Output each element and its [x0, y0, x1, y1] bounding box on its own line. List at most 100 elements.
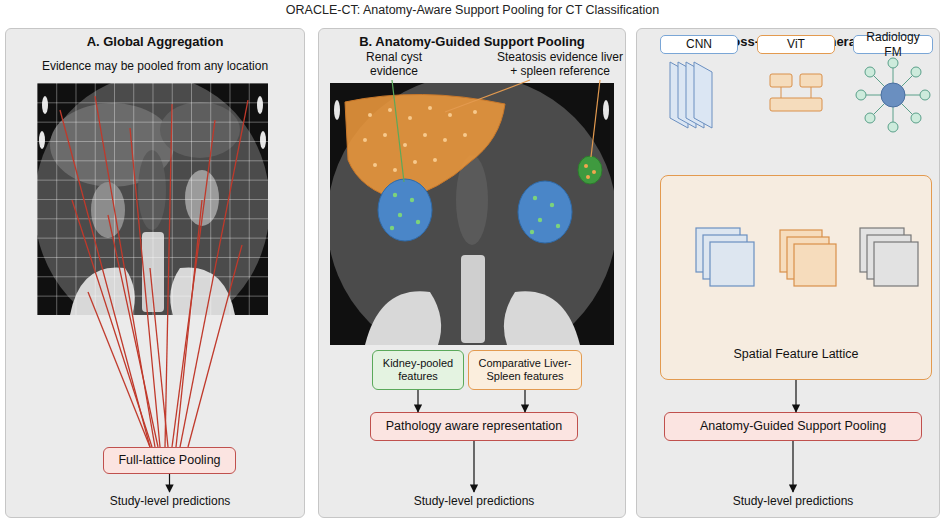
ct-scan-anatomy: [408, 116, 412, 120]
ct-scan-anatomy: [330, 83, 614, 345]
ct-scan-anatomy: [363, 106, 477, 190]
ct-scan-anatomy: [403, 143, 407, 147]
node-label: A. Global Aggregation: [6, 34, 304, 49]
ct-scan-image: [142, 232, 164, 312]
panel: Full-lattice PoolingStudy-level predicti…: [5, 28, 305, 518]
callout-leader-lines: [591, 80, 600, 157]
ct-scan-anatomy: [368, 113, 372, 117]
callout-label: Steatosis evidence liver + spleen refere…: [496, 51, 624, 79]
feature-lattice-stacks: [696, 228, 740, 272]
ct-scan-anatomy: [365, 291, 441, 345]
ct-scan-image: [160, 102, 240, 158]
node-label: Full-lattice Pooling: [118, 453, 220, 468]
feature-lattice-stacks: [696, 228, 754, 286]
process-box: Anatomy-Guided Support Pooling: [664, 412, 922, 441]
ct-scan-anatomy: [586, 175, 590, 179]
feature-lattice-stacks: [703, 235, 747, 279]
global-pooling-lines: [176, 200, 202, 447]
global-pooling-lines: [95, 96, 155, 447]
global-pooling-lines: [150, 268, 168, 447]
ct-scan-anatomy: [518, 181, 572, 243]
global-pooling-lines: [88, 292, 150, 447]
ct-scan-anatomy: [330, 83, 614, 345]
ct-scan-anatomy: [443, 138, 447, 142]
node-label: Study-level predictions: [733, 494, 854, 508]
ct-scan-anatomy: [330, 83, 614, 345]
ct-scan-anatomy: [416, 220, 420, 224]
global-pooling-lines: [130, 128, 160, 447]
ct-scan-anatomy: [584, 164, 596, 179]
encoder-tag: Radiology FM: [853, 35, 933, 54]
process-box: Pathology aware representation: [370, 412, 578, 441]
foundation-model-icon: [870, 72, 893, 95]
ct-scan-anatomy: [363, 138, 367, 142]
output-text-node: Study-level predictions: [85, 492, 255, 510]
foundation-model-icon: [893, 95, 916, 118]
ct-scan-image: [37, 83, 268, 315]
ct-scan-image: [185, 170, 219, 226]
foundation-model-icon: [911, 113, 921, 123]
ct-scan-anatomy: [428, 106, 432, 110]
ct-scan-anatomy: [473, 110, 477, 114]
lattice-box: Spatial Feature Lattice: [660, 175, 932, 380]
feature-lattice-stacks: [867, 235, 911, 279]
foundation-model-icon: [893, 72, 916, 95]
global-pooling-lines: [165, 104, 172, 447]
encoder-tag: CNN: [660, 35, 738, 54]
callout-leader-lines: [392, 80, 600, 182]
global-pooling-lines: [60, 96, 248, 447]
feature-lattice-stacks: [787, 237, 829, 279]
ct-scan-anatomy: [504, 291, 580, 345]
flow-arrow: [169, 474, 170, 492]
ct-scan-anatomy: [533, 196, 537, 200]
flow-arrow: [524, 390, 525, 412]
ct-scan-anatomy: [378, 179, 432, 241]
vit-icon: [781, 87, 782, 98]
feature-lattice-stacks: [710, 242, 754, 286]
global-pooling-lines: [172, 120, 215, 447]
foundation-model-icon: [888, 122, 898, 132]
panel: CNN ViT Radiology FM Spatial Feature Lattic…: [636, 28, 940, 518]
ct-scan-image: [138, 150, 166, 230]
node-label: Kidney-pooled features: [377, 357, 459, 383]
ct-scan-anatomy: [410, 198, 414, 202]
foundation-model-icon: [911, 67, 921, 77]
node-label: Study-level predictions: [110, 494, 231, 508]
callout-leader-lines: [445, 80, 530, 112]
flow-arrow: [473, 441, 474, 492]
cnn-icon: [678, 62, 696, 128]
cnn-icon: [670, 62, 688, 128]
node-subtitle: Evidence may be pooled from any location: [6, 59, 304, 73]
node-label: ViT: [787, 37, 805, 51]
foundation-model-icon: [856, 90, 866, 100]
ct-scan-anatomy: [373, 163, 377, 167]
ct-scan-anatomy: [556, 224, 560, 228]
ct-scan-image: [37, 83, 268, 315]
cnn-icon: [686, 62, 704, 128]
ct-scan-image: [260, 131, 266, 149]
global-pooling-lines: [60, 110, 150, 447]
ct-scan-anatomy: [448, 113, 452, 117]
global-pooling-lines: [180, 100, 248, 447]
feature-lattice-stacks: [860, 228, 904, 272]
callout-leader-lines: [392, 80, 404, 182]
ct-scan-anatomy: [550, 203, 554, 207]
global-pooling-lines: [188, 245, 242, 447]
ct-scan-anatomy: [334, 100, 340, 120]
ct-scan-anatomy: [463, 133, 467, 137]
global-pooling-lines: [108, 215, 158, 447]
foundation-model-icon: [865, 113, 875, 123]
ct-scan-anatomy: [388, 108, 392, 112]
ct-scan-image: [39, 131, 45, 149]
foundation-model-icon: [856, 58, 930, 132]
feature-lattice-stacks: [794, 244, 836, 286]
node-label: Spatial Feature Lattice: [733, 347, 858, 361]
panel: Kidney-pooled featuresComparative Liver-…: [318, 28, 626, 518]
ct-scan-image: [170, 267, 235, 315]
node-label: Radiology FM: [858, 30, 928, 59]
foundation-model-icon: [870, 95, 893, 118]
node-label: Pathology aware representation: [386, 419, 563, 434]
vit-icon: [770, 74, 822, 111]
vit-icon: [811, 87, 812, 98]
